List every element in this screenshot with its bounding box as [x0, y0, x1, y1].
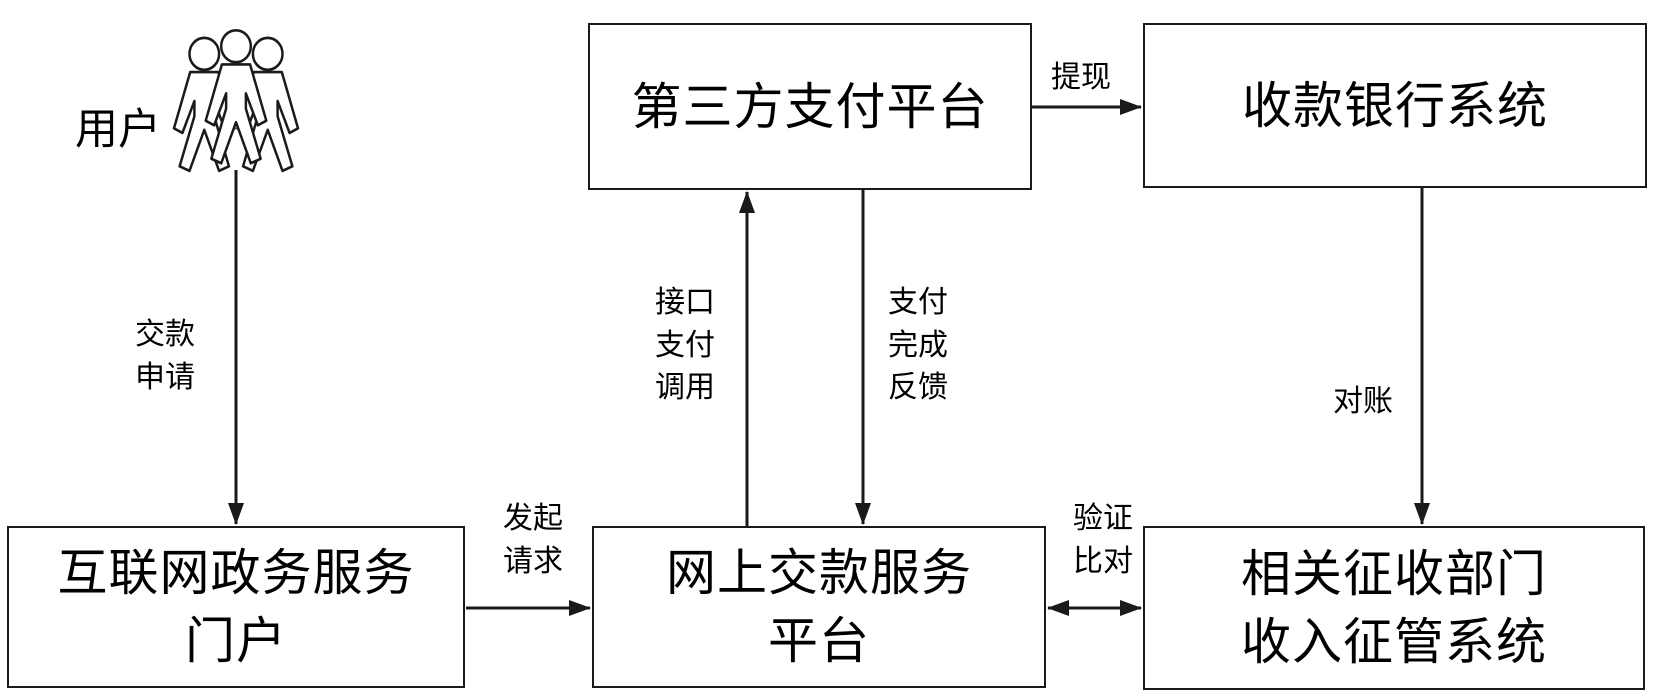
user-actor-label: 用户	[75, 106, 161, 154]
node-revenue-collection-system: 相关征收部门 收入征管系统	[1143, 526, 1645, 690]
node-third-party-payment-platform: 第三方支付平台	[588, 23, 1032, 190]
edge-label-payment-complete-feedback: 支付 完成 反馈	[888, 286, 948, 405]
edge-label-reconciliation: 对账	[1333, 385, 1393, 418]
node-receiving-bank-system: 收款银行系统	[1143, 23, 1647, 188]
node-internet-government-service-portal: 互联网政务服务 门户	[7, 526, 465, 688]
users-icon	[172, 28, 300, 173]
node-online-payment-service-platform: 网上交款服务 平台	[592, 526, 1046, 688]
person-center-icon	[204, 28, 268, 165]
edge-label-verify-compare: 验证 比对	[1073, 502, 1133, 578]
edge-label-initiate-request: 发起 请求	[503, 502, 563, 578]
edge-label-interface-payment-call: 接口 支付 调用	[655, 286, 715, 405]
edge-label-withdraw: 提现	[1051, 61, 1111, 94]
edge-label-payment-application: 交款 申请	[135, 318, 195, 394]
